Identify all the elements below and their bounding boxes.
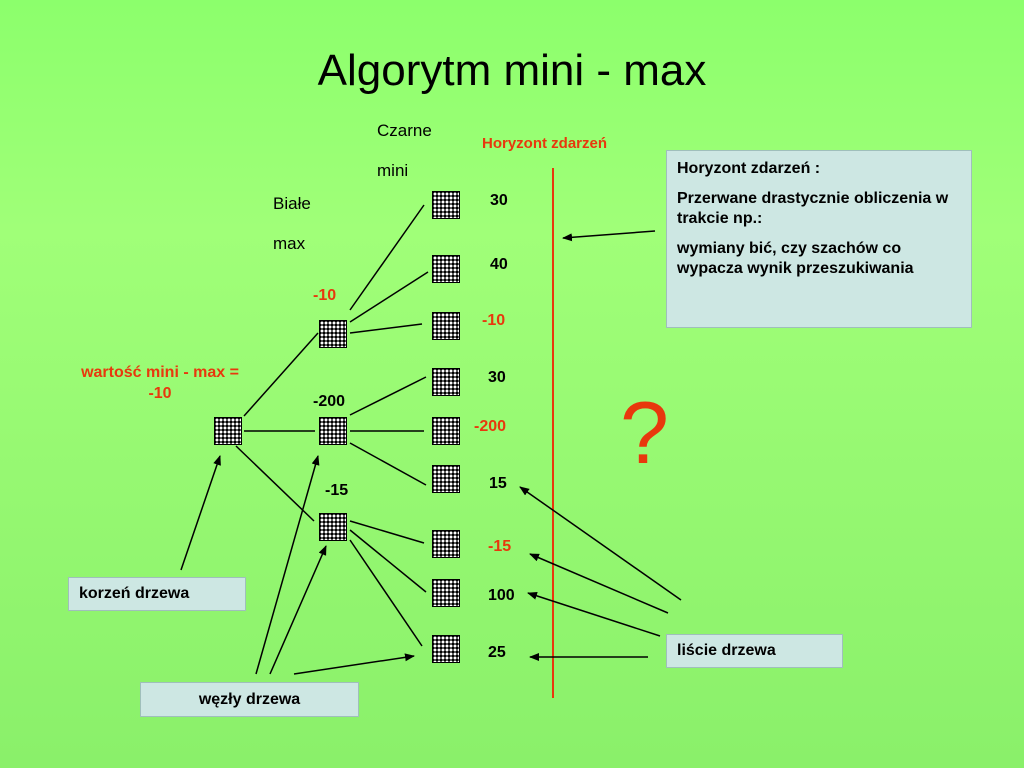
leaf-node-4 [432, 368, 460, 396]
root-value-caption: wartość mini - max = [81, 364, 239, 381]
horizon-note-arrow [562, 230, 656, 242]
mid-node-3 [319, 513, 347, 541]
root-arrow [180, 455, 221, 571]
question-mark: ? [620, 383, 669, 482]
edge-mid3-leaf7 [349, 520, 425, 544]
edge-mid1-leaf2 [349, 271, 429, 323]
leaf-value-2: 40 [490, 256, 508, 273]
leaf-value-5: -200 [474, 418, 507, 435]
leaf-node-6 [432, 465, 460, 493]
mid-value-2: -200 [313, 393, 346, 410]
leaf-value-4: 30 [488, 369, 506, 386]
leaves-arrow-2 [529, 553, 669, 614]
leaf-value-7: -15 [488, 538, 512, 555]
root-node [214, 417, 242, 445]
leaf-node-8 [432, 579, 460, 607]
leaf-node-5 [432, 417, 460, 445]
horizon-label: Horyzont zdarzeń [482, 135, 608, 152]
black-level-label: Czarne [377, 121, 432, 140]
nodes-caption-box: węzły drzewa [140, 682, 359, 717]
horizon-note-line1: Przerwane drastycznie obliczenia w trakc… [677, 190, 949, 227]
mid-value-1: -10 [313, 287, 337, 304]
leaf-node-9 [432, 635, 460, 663]
root-value-label: wartość mini - max = -10 [60, 362, 260, 404]
black-level-mode: mini [377, 161, 409, 180]
leaf-value-9: 25 [488, 644, 506, 661]
nodes-arrow-2 [269, 545, 327, 675]
white-level-label: Białe [273, 194, 311, 213]
leaves-arrow-3 [527, 591, 661, 637]
edge-mid1-leaf3 [349, 323, 423, 334]
nodes-caption: węzły drzewa [198, 691, 301, 708]
edge-mid2-leaf4 [349, 376, 427, 416]
horizon-note-box: Horyzont zdarzeń : Przerwane drastycznie… [666, 150, 972, 328]
edge-mid2-leaf6 [349, 442, 427, 486]
leaf-node-2 [432, 255, 460, 283]
mid-node-1 [319, 320, 347, 348]
root-value-number: -10 [148, 385, 172, 402]
horizon-note-line2: wymiany bić, czy szachów co wypacza wyni… [677, 240, 914, 277]
leaf-node-7 [432, 530, 460, 558]
root-caption: korzeń drzewa [79, 585, 190, 602]
leaf-node-3 [432, 312, 460, 340]
edge-root-mid1 [243, 332, 319, 417]
nodes-arrow-1 [255, 455, 320, 675]
mid-node-2 [319, 417, 347, 445]
nodes-arrow-3 [293, 653, 415, 675]
edge-root-mid3 [235, 445, 315, 522]
root-caption-box: korzeń drzewa [68, 577, 246, 611]
edge-mid3-leaf9 [349, 539, 423, 647]
leaves-caption: liście drzewa [677, 642, 776, 659]
white-level-mode: max [273, 234, 306, 253]
leaf-value-8: 100 [488, 587, 515, 604]
leaf-value-1: 30 [490, 192, 508, 209]
mid-value-3: -15 [325, 482, 349, 499]
edge-mid3-leaf8 [349, 529, 427, 593]
horizon-note-heading: Horyzont zdarzeń : [677, 160, 821, 177]
leaf-value-6: 15 [489, 475, 507, 492]
leaf-node-1 [432, 191, 460, 219]
edge-mid1-leaf1 [349, 204, 425, 311]
slide-title: Algorytm mini - max [317, 46, 707, 95]
leaves-caption-box: liście drzewa [666, 634, 843, 668]
leaf-value-3: -10 [482, 312, 506, 329]
leaves-arrow-1 [519, 486, 682, 601]
